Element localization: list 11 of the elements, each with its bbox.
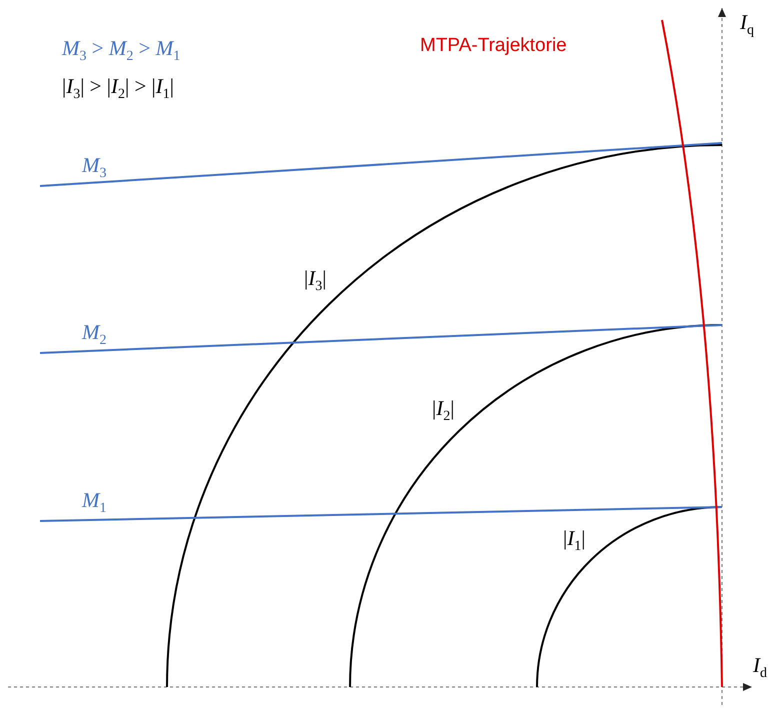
curve-label: M$_{1}$: [82, 490, 106, 516]
axis-label: I$_{d}$: [753, 655, 767, 682]
curve-label: M$_{2}$: [82, 322, 106, 348]
curve-label: M$_{3}$: [82, 155, 106, 182]
curve-label: |I$_{3}$|: [304, 268, 326, 294]
curve-label: MTPA-Trajektorie: [420, 36, 567, 55]
curve-label: |I$_{2}$|: [432, 398, 454, 424]
formula-text: M$_{3}$ > M$_{2}$ > M$_{1}$: [62, 38, 180, 64]
formula-text: |I$_{3}$| > |I$_{2}$| > |I$_{1}$|: [62, 76, 174, 102]
axis-label: I$_{q}$: [740, 12, 754, 38]
curve-label: |I$_{1}$|: [563, 528, 586, 554]
